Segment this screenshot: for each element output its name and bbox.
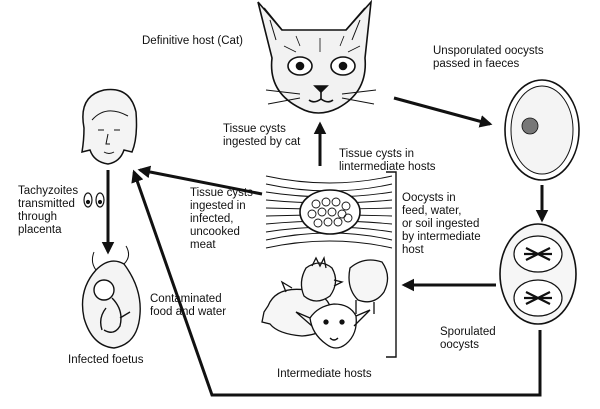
lifecycle-arrows [101,96,549,397]
label-tissue-cysts-ingested-by-cat: Tissue cysts ingested by cat [223,123,301,148]
foetus-illustration [81,245,141,349]
calf-icon [309,303,357,349]
label-definitive-host: Definitive host (Cat) [142,35,243,47]
tissue-cyst-illustration [265,175,393,249]
label-tissue-cysts-intermediate: Tissue cysts in lintermediate hosts [339,148,436,173]
label-tissue-cysts-meat: Tissue cysts ingested in infected, uncoo… [190,187,253,251]
label-contaminated-food-water: Contaminated food and water [150,293,227,318]
sheep-icon [348,259,389,303]
label-sporulated-oocysts: Sporulated oocysts [440,326,496,351]
label-intermediate-hosts: Intermediate hosts [277,368,372,380]
label-oocysts-in-feed: Oocysts in feed, water, or soil ingested… [402,192,481,256]
woman-head-illustration [81,88,138,165]
label-unsporulated-oocysts: Unsporulated oocysts passed in faeces [433,45,544,70]
arrow-oocysts-to-human [131,169,542,397]
arrow-cat-to-unsporulated [393,96,493,128]
tachyzoites-illustration [83,192,105,208]
label-tachyzoites: Tachyzoites transmitted through placenta [18,185,79,236]
sporulated-oocyst-illustration [499,223,577,325]
unsporulated-oocyst-illustration [504,79,580,181]
label-infected-foetus: Infected foetus [68,354,144,366]
intermediate-hosts-illustration [261,256,389,349]
intermediate-hosts-bracket [386,171,397,358]
arrow-meat-to-human [137,165,263,196]
cat-head-illustration [257,0,377,114]
chicken-icon [300,262,337,302]
